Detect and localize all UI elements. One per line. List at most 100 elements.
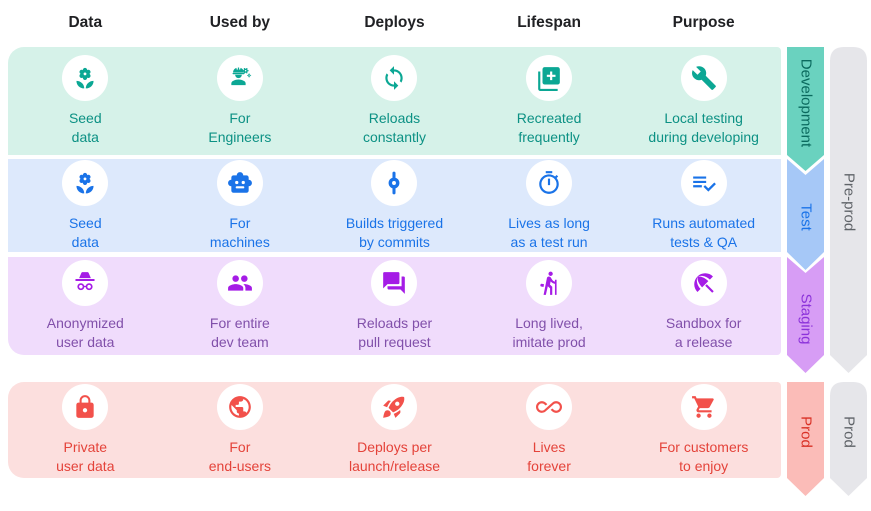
column-header-deploys: Deploys [364,14,425,31]
icon-badge [371,384,418,430]
ribbon-label-test: Test [797,203,814,231]
timer-icon [536,170,562,196]
ribbon-pre-prod: Pre-prod [830,47,867,373]
icon-badge [680,260,727,306]
cell-caption: Long lived,imitate prod [512,315,586,350]
wrench-icon [691,65,717,91]
column-header-used-by: Used by [209,14,271,31]
icon-badge [526,384,573,430]
incognito-icon [72,270,98,296]
icon-badge [680,384,727,430]
icon-badge [371,260,418,306]
ribbon-development: Development [787,47,824,171]
icon-badge [216,159,263,206]
icon-badge [680,159,727,206]
icon-badge [526,55,573,101]
column-headers: Data Used by Deploys Lifespan Purpose [8,14,781,32]
rocket-icon [381,394,407,420]
umbrella-icon [691,270,717,296]
icon-badge [680,55,727,101]
icon-badge [62,159,109,206]
checklist-icon [691,170,717,196]
column-header-purpose: Purpose [672,14,735,31]
infinity-icon [536,394,563,420]
seed-icon [72,170,98,196]
icon-badge [371,159,418,206]
ribbon-label-prod-group: Prod [840,416,857,448]
icon-badge [216,384,263,430]
seed-icon [72,65,98,91]
ribbon-prod: Prod [787,382,824,496]
ribbon-label-pre-prod: Pre-prod [840,172,857,232]
icon-badge [62,384,109,430]
engineer-icon [227,65,253,91]
icon-badge [526,260,573,306]
forum-icon [381,270,407,296]
ribbon-prod-group: Prod [830,382,867,496]
ribbon-label-staging: Staging [797,293,814,345]
ribbon-test: Test [787,159,824,270]
icon-badge [62,260,109,306]
robot-icon [227,170,253,196]
ribbon-label-prod: Prod [797,416,814,448]
library-add-icon [536,65,562,91]
group-icon [227,270,253,296]
ribbon-label-development: Development [797,58,814,148]
sync-icon [381,65,407,91]
hiking-icon [536,270,562,296]
column-header-data: Data [68,14,103,31]
globe-icon [227,394,253,420]
icon-badge [216,55,263,101]
cell-staging-lifespan: Long lived,imitate prod [472,257,627,355]
ribbon-staging: Staging [787,257,824,373]
column-header-lifespan: Lifespan [517,14,581,31]
cart-icon [691,394,717,420]
icon-badge [62,55,109,101]
icon-badge [216,260,263,306]
icon-badge [526,159,573,206]
commit-icon [381,170,407,196]
